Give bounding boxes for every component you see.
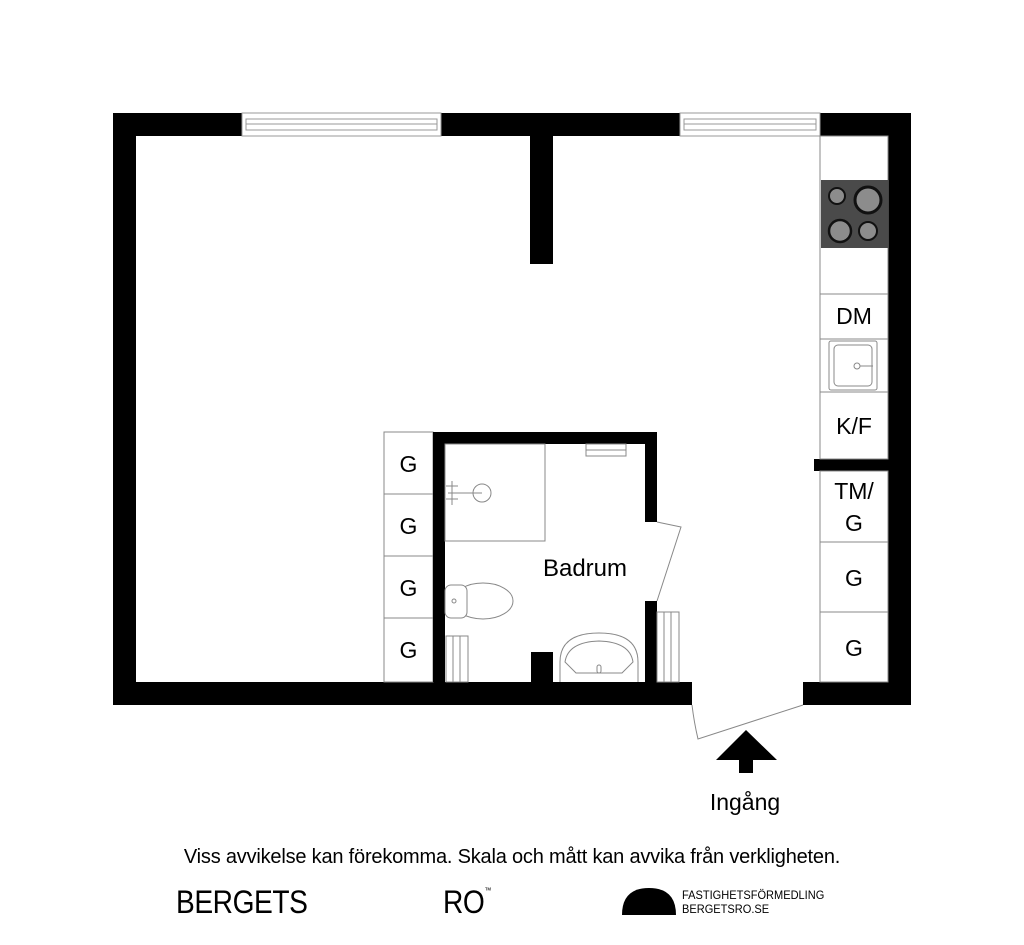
hall-wardrobe-label: G <box>845 635 863 661</box>
trademark-symbol: ™ <box>484 886 491 895</box>
agency-logo-icon <box>622 888 676 915</box>
wardrobe-tm-label-line2: G <box>845 510 863 536</box>
fridge-freezer-label: K/F <box>836 413 872 439</box>
window-right <box>679 112 821 137</box>
living-wardrobe-label: G <box>399 575 418 601</box>
brand-right-text: RO <box>443 884 485 920</box>
toilet-icon <box>444 582 514 620</box>
radiator-icon <box>656 611 680 683</box>
living-wardrobe-label: G <box>399 513 418 539</box>
entrance-door-swing[interactable] <box>691 704 804 740</box>
entrance-label: Ingång <box>709 789 781 815</box>
agency-text: FASTIGHETSFÖRMEDLING BERGETSRO.SE <box>682 888 824 916</box>
kitchen-sink-icon <box>828 340 878 391</box>
room-label-bathroom: Badrum <box>542 555 628 582</box>
living-wardrobe-label: G <box>399 451 418 477</box>
hall-wardrobe-label: G <box>845 565 863 591</box>
window-left <box>241 112 442 137</box>
brand-right: RO™ <box>443 884 491 921</box>
dishwasher-label: DM <box>836 303 872 329</box>
agency-line1: FASTIGHETSFÖRMEDLING <box>682 888 825 902</box>
brand-left: BERGETS <box>176 884 308 920</box>
arrow-up-icon <box>716 730 777 773</box>
stove-icon <box>821 180 888 248</box>
bathroom-door-swing <box>656 521 682 602</box>
living-wardrobe-label: G <box>399 637 418 663</box>
shower-icon <box>444 443 546 542</box>
agency-line2: BERGETSRO.SE <box>682 902 770 916</box>
outer-walls <box>113 113 911 705</box>
towel-rail-icon <box>445 443 627 683</box>
bathroom-walls <box>433 432 657 682</box>
disclaimer-text: Viss avvikelse kan förekomma. Skala och … <box>183 846 841 868</box>
wardrobe-tm-label-line1: TM/ <box>834 478 874 504</box>
washbasin-icon <box>559 632 639 682</box>
hall-wardrobes <box>819 470 889 683</box>
